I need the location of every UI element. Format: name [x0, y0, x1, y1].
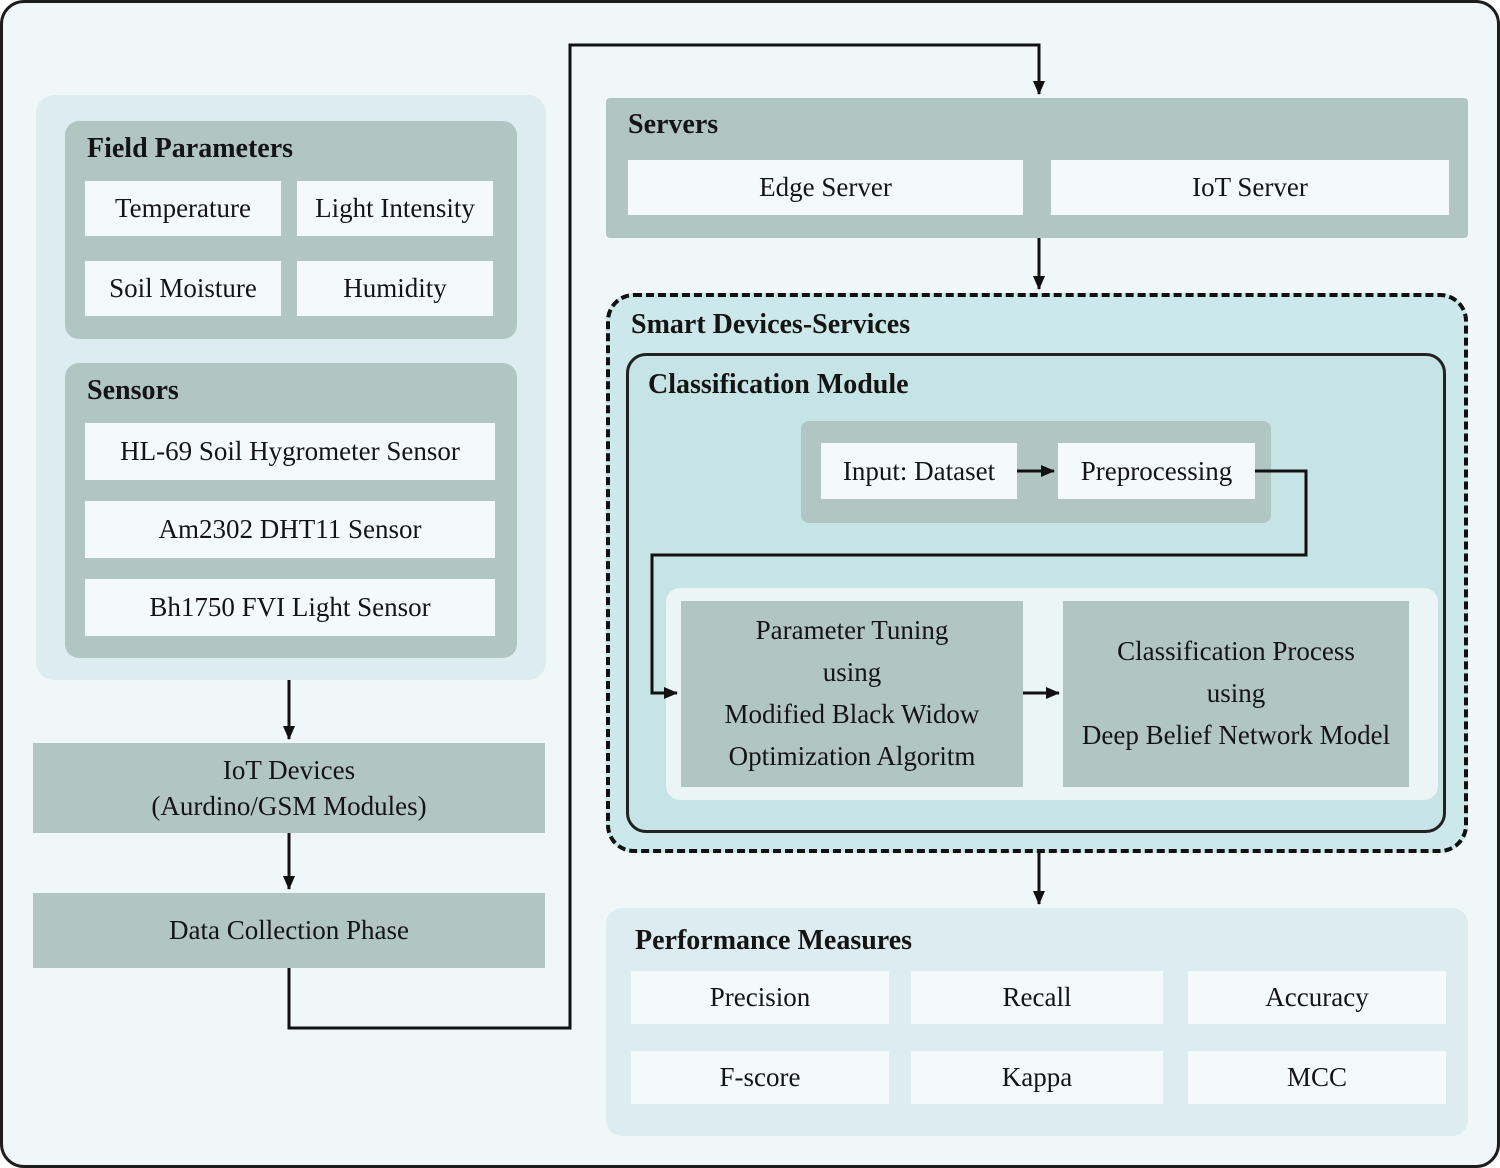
edge-server-box: Edge Server	[628, 160, 1023, 215]
measure-fscore: F-score	[631, 1051, 889, 1104]
smart-devices-services-title: Smart Devices-Services	[631, 309, 911, 340]
field-param-soil-moisture: Soil Moisture	[85, 261, 281, 316]
measure-kappa: Kappa	[911, 1051, 1163, 1104]
preprocessing-box: Preprocessing	[1058, 443, 1255, 499]
parameter-tuning-box: Parameter Tuning using Modified Black Wi…	[681, 601, 1023, 787]
input-dataset-box: Input: Dataset	[821, 443, 1017, 499]
classification-module-title: Classification Module	[648, 369, 909, 400]
field-param-temperature: Temperature	[85, 181, 281, 236]
classification-process-box: Classification Process using Deep Belief…	[1063, 601, 1409, 787]
sensors-title: Sensors	[87, 375, 179, 406]
field-param-light-intensity: Light Intensity	[297, 181, 493, 236]
sensor-bh1750: Bh1750 FVI Light Sensor	[85, 579, 495, 636]
performance-measures-title: Performance Measures	[635, 925, 913, 956]
iot-server-box: IoT Server	[1051, 160, 1449, 215]
measure-mcc: MCC	[1188, 1051, 1446, 1104]
sensor-hl69: HL-69 Soil Hygrometer Sensor	[85, 423, 495, 480]
servers-title: Servers	[628, 109, 719, 140]
field-parameters-title: Field Parameters	[87, 133, 294, 164]
field-param-humidity: Humidity	[297, 261, 493, 316]
measure-precision: Precision	[631, 971, 889, 1024]
sensor-am2302: Am2302 DHT11 Sensor	[85, 501, 495, 558]
measure-accuracy: Accuracy	[1188, 971, 1446, 1024]
iot-devices-box: IoT Devices (Aurdino/GSM Modules)	[33, 743, 545, 833]
measure-recall: Recall	[911, 971, 1163, 1024]
data-collection-box: Data Collection Phase	[33, 893, 545, 968]
